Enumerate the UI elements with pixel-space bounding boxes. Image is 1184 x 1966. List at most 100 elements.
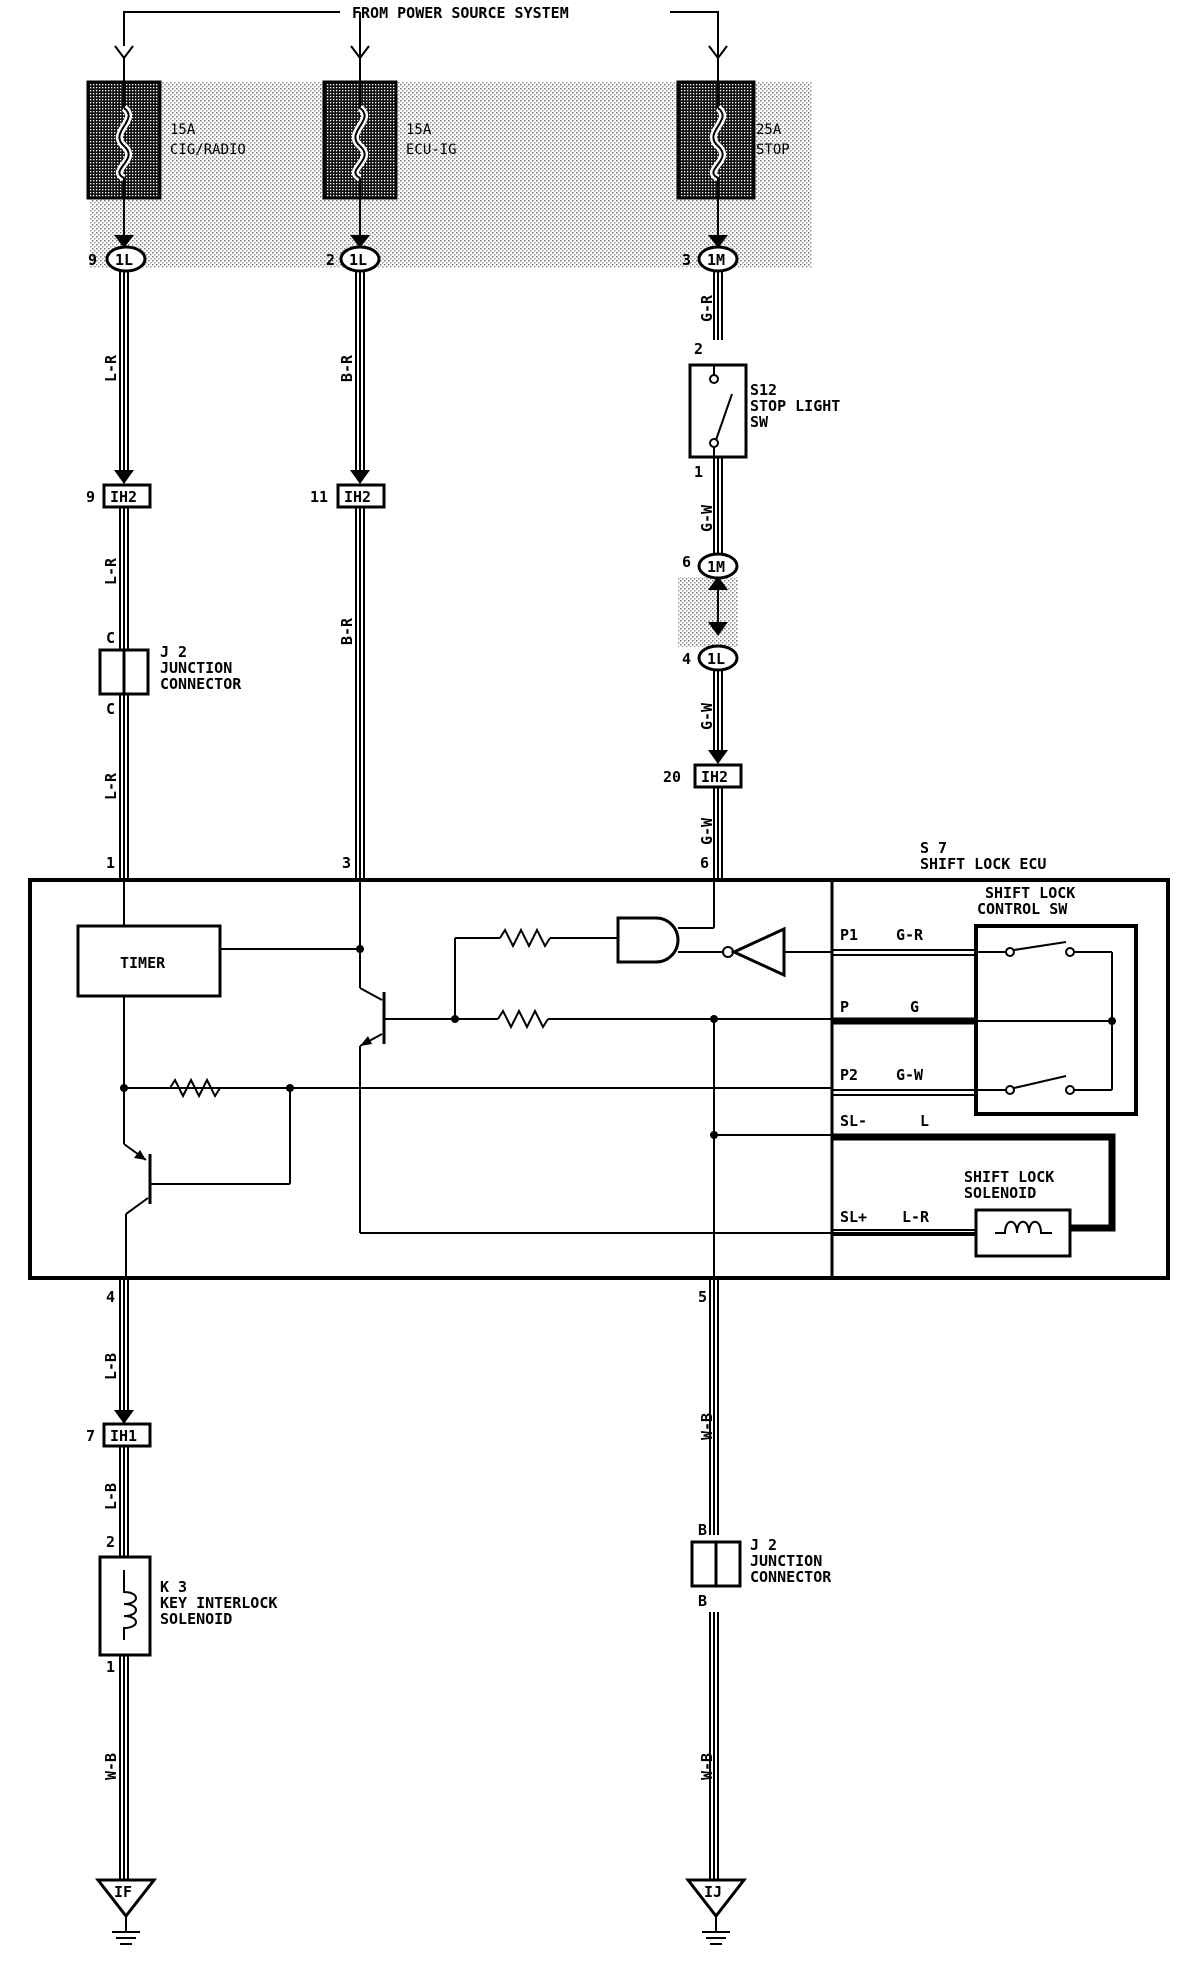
svg-text:G-R: G-R: [698, 294, 716, 322]
svg-text:W-B: W-B: [698, 1753, 716, 1780]
svg-text:P: P: [840, 998, 849, 1016]
fuse-name: ECU-IG: [406, 142, 457, 158]
svg-text:SHIFT LOCK: SHIFT LOCK: [964, 1168, 1054, 1186]
svg-text:3: 3: [342, 854, 351, 872]
connector-1l-2: 1L 2: [326, 245, 381, 273]
svg-text:K 3: K 3: [160, 1578, 187, 1596]
connector-1l-4: 1L 4: [682, 644, 739, 672]
svg-text:1L: 1L: [707, 650, 725, 668]
svg-text:1L: 1L: [349, 251, 367, 269]
shift-lock-ecu: S 7 SHIFT LOCK ECU TIMER: [28, 839, 1170, 1306]
svg-text:1M: 1M: [707, 251, 725, 269]
svg-text:SL+: SL+: [840, 1208, 867, 1226]
fuse-ecu-ig: 15A ECU-IG: [322, 58, 457, 235]
svg-text:9: 9: [88, 251, 97, 269]
connector-ih2-11: IH2 11: [310, 483, 386, 509]
fuse-cig-radio: 15A CIG/RADIO: [86, 58, 246, 235]
svg-text:7: 7: [86, 1427, 95, 1445]
power-source-header: FROM POWER SOURCE SYSTEM: [114, 4, 728, 60]
svg-text:L-B: L-B: [102, 1483, 120, 1510]
wire-col-right-ecu: G-W 6: [698, 787, 723, 880]
svg-text:W-B: W-B: [698, 1413, 716, 1440]
svg-text:L-R: L-R: [102, 557, 120, 585]
svg-text:STOP LIGHT: STOP LIGHT: [750, 397, 840, 415]
ecu-id: S 7: [920, 839, 947, 857]
wire-col-right-bottom: W-B: [698, 1280, 719, 1535]
svg-text:JUNCTION: JUNCTION: [160, 659, 232, 677]
ground-if: IF: [94, 1878, 158, 1945]
connector-ih2-9: IH2 9: [86, 483, 152, 509]
wire-col-right-ground: W-B: [698, 1612, 719, 1880]
svg-text:C: C: [106, 700, 115, 718]
header-label: FROM POWER SOURCE SYSTEM: [352, 4, 569, 22]
svg-text:1: 1: [106, 1658, 115, 1676]
wire-col-right-top: G-R 2: [694, 271, 723, 358]
svg-text:J 2: J 2: [160, 643, 187, 661]
connector-ih1-7: IH1 7: [86, 1422, 152, 1448]
svg-text:SHIFT LOCK: SHIFT LOCK: [985, 884, 1075, 902]
fuse-amp: 15A: [170, 122, 196, 138]
svg-text:C: C: [106, 629, 115, 647]
svg-text:S12: S12: [750, 381, 777, 399]
svg-text:2: 2: [694, 340, 703, 358]
svg-text:IH2: IH2: [344, 488, 371, 506]
wire-col-left-top: L-R: [102, 271, 134, 484]
svg-text:G-W: G-W: [896, 1066, 924, 1084]
stop-light-switch: S12 STOP LIGHT SW 1: [688, 363, 840, 481]
svg-text:1: 1: [106, 854, 115, 872]
connector-1m-3: 1M 3: [682, 245, 739, 273]
fuse-amp: 15A: [406, 122, 432, 138]
svg-text:B-R: B-R: [338, 354, 356, 382]
wire-col-left-bottom: L-B: [102, 1280, 134, 1424]
connector-1m-6: 1M 6: [682, 552, 739, 580]
svg-text:B: B: [698, 1521, 707, 1539]
wire-col-left-ground: W-B: [102, 1655, 129, 1880]
fuse-name: STOP: [756, 142, 790, 158]
ecu-name: SHIFT LOCK ECU: [920, 855, 1046, 873]
svg-text:G-W: G-W: [698, 504, 716, 532]
svg-text:2: 2: [106, 1533, 115, 1551]
svg-text:J 2: J 2: [750, 1536, 777, 1554]
ground-ij: IJ: [684, 1878, 748, 1945]
wire-col-mid: B-R B-R 3: [338, 271, 370, 880]
timer-label: TIMER: [120, 954, 166, 972]
svg-text:IH2: IH2: [701, 768, 728, 786]
connector-ih2-20: IH2 20: [663, 763, 743, 789]
svg-text:11: 11: [310, 488, 328, 506]
svg-text:4: 4: [106, 1288, 115, 1306]
svg-text:1M: 1M: [707, 558, 725, 576]
svg-text:G-W: G-W: [698, 817, 716, 845]
svg-text:SOLENOID: SOLENOID: [964, 1184, 1036, 1202]
svg-text:L-B: L-B: [102, 1353, 120, 1380]
svg-text:1: 1: [694, 463, 703, 481]
svg-text:6: 6: [700, 854, 709, 872]
wire-col-left-low: L-R 1: [102, 694, 129, 880]
svg-text:3: 3: [682, 251, 691, 269]
svg-text:G: G: [910, 998, 919, 1016]
svg-text:P1: P1: [840, 926, 858, 944]
junction-connector-c: C C J 2 JUNCTION CONNECTOR: [98, 629, 242, 718]
svg-text:IJ: IJ: [704, 1883, 722, 1901]
fuse-name: CIG/RADIO: [170, 142, 246, 158]
svg-text:SL-: SL-: [840, 1112, 867, 1130]
connector-1l-9: 1L 9: [88, 245, 147, 273]
wire-col-left-bottom2: L-B 2: [102, 1446, 129, 1557]
svg-text:IH1: IH1: [110, 1427, 137, 1445]
key-interlock-solenoid: K 3 KEY INTERLOCK SOLENOID 1: [98, 1555, 277, 1676]
wire-col-left-mid: L-R: [102, 507, 129, 650]
svg-text:IF: IF: [114, 1883, 132, 1901]
svg-text:KEY INTERLOCK: KEY INTERLOCK: [160, 1594, 277, 1612]
wire-col-right-mid: G-W: [698, 457, 728, 636]
fuse-amp: 25A: [756, 122, 782, 138]
svg-text:L-R: L-R: [902, 1208, 930, 1226]
svg-text:W-B: W-B: [102, 1753, 120, 1780]
svg-text:G-W: G-W: [698, 702, 716, 730]
svg-text:B: B: [698, 1592, 707, 1610]
svg-text:9: 9: [86, 488, 95, 506]
svg-text:SW: SW: [750, 413, 769, 431]
svg-text:20: 20: [663, 768, 681, 786]
svg-text:5: 5: [698, 1288, 707, 1306]
junction-connector-b: B B J 2 JUNCTION CONNECTOR: [690, 1521, 832, 1610]
svg-text:IH2: IH2: [110, 488, 137, 506]
svg-text:B-R: B-R: [338, 617, 356, 645]
